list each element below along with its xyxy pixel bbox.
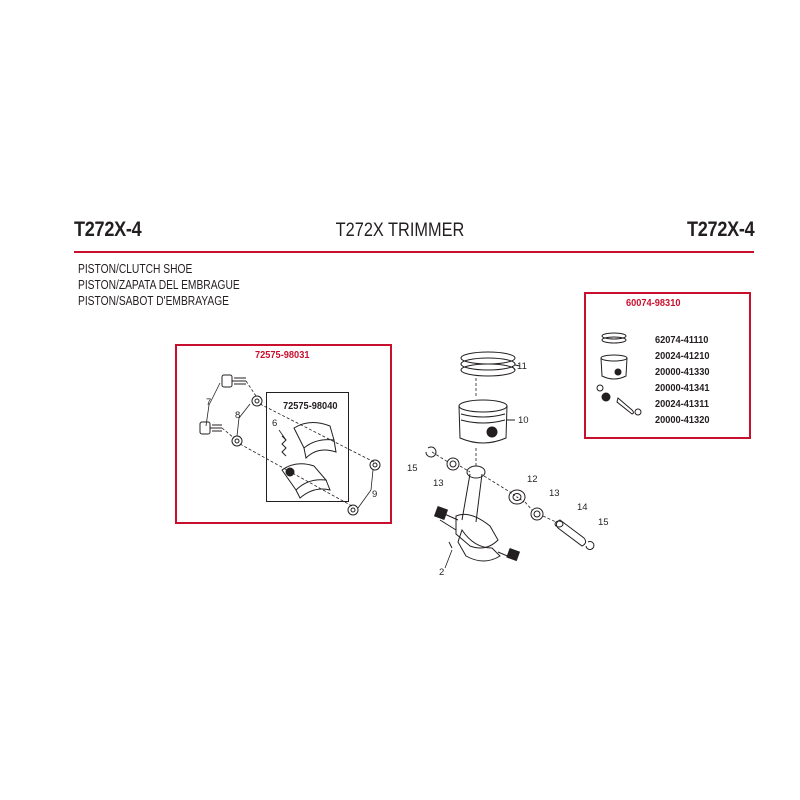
clutch-shoe-drawing — [281, 422, 337, 499]
circlip-drawing — [585, 541, 595, 550]
subtitle-french: PISTON/SABOT D'EMBRAYAGE — [78, 294, 230, 308]
piston-rings-drawing — [460, 351, 521, 377]
model-number-right: T272X-4 — [686, 218, 755, 241]
piston-kit-item: 20000-41341 — [655, 382, 710, 394]
piston-kit-part-number: 60074-98310 — [626, 297, 681, 309]
clutch-bolt-drawing — [199, 421, 222, 435]
subtitle-english: PISTON/CLUTCH SHOE — [78, 262, 193, 276]
callout-15: 15 — [598, 517, 609, 528]
subtitle-spanish: PISTON/ZAPATA DEL EMBRAGUE — [78, 278, 240, 292]
callout-9: 9 — [372, 489, 378, 500]
clutch-kit-box — [175, 344, 392, 524]
needle-bearing-drawing — [508, 489, 526, 505]
page-title: T272X TRIMMER — [335, 220, 465, 241]
callout-15: 15 — [407, 463, 418, 474]
piston-kit-box — [584, 292, 751, 439]
washer-drawing — [530, 507, 544, 521]
clutch-bolt-drawing — [221, 374, 246, 388]
callout-8: 8 — [235, 410, 241, 421]
crankshaft-drawing — [433, 465, 521, 562]
clutch-washer-drawing — [347, 504, 359, 516]
callout-10: 10 — [518, 415, 529, 426]
piston-drawing — [458, 399, 515, 444]
piston-kit-drawing — [596, 332, 642, 416]
piston-kit-item: 62074-41110 — [655, 334, 709, 346]
callout-12: 12 — [527, 474, 538, 485]
header-divider — [74, 251, 754, 253]
piston-kit-item: 20024-41311 — [655, 398, 709, 410]
clutch-washer-drawing — [251, 395, 263, 407]
washer-drawing — [446, 457, 460, 471]
clutch-kit-part-number: 72575-98031 — [255, 349, 310, 361]
callout-13: 13 — [549, 488, 560, 499]
piston-kit-item: 20024-41210 — [655, 350, 710, 362]
piston-kit-item: 20000-41330 — [655, 366, 710, 378]
callout-7: 7 — [206, 397, 212, 408]
clutch-shoe-subkit-box — [266, 392, 349, 502]
callout-2: 2 — [439, 567, 445, 578]
clutch-washer-drawing — [369, 459, 381, 471]
callout-13: 13 — [433, 478, 444, 489]
callout-11: 11 — [517, 361, 527, 372]
model-number-left: T272X-4 — [74, 218, 142, 241]
piston-kit-item: 20000-41320 — [655, 414, 710, 426]
callout-14: 14 — [577, 502, 588, 513]
callout-6: 6 — [272, 418, 278, 429]
clutch-shoe-subkit-part-number: 72575-98040 — [283, 400, 338, 412]
piston-pin-drawing — [554, 519, 587, 547]
circlip-drawing — [425, 446, 437, 458]
